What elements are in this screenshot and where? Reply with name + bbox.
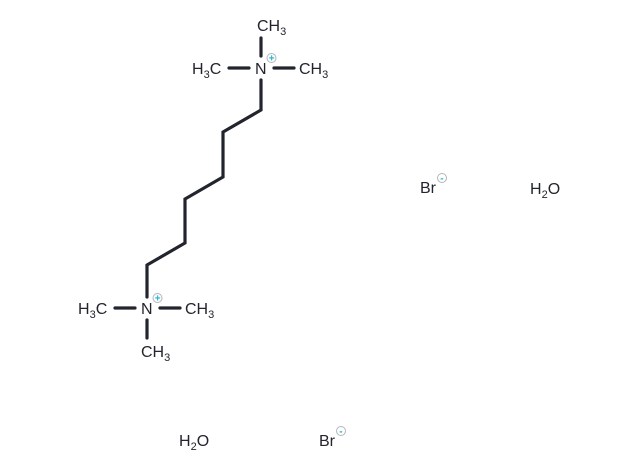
hexamethylene-chain bbox=[145, 78, 263, 299]
top-trimethylammonium: N + CH3 H3C CH3 bbox=[192, 18, 328, 81]
bottom-trimethylammonium: N + H3C CH3 CH3 bbox=[78, 293, 214, 364]
charge-n-top: + bbox=[269, 54, 275, 65]
charge-br: - bbox=[339, 427, 342, 438]
charge-br: - bbox=[440, 174, 443, 185]
bromide-ion: Br - bbox=[420, 173, 447, 197]
charge-plus-icon bbox=[266, 53, 277, 63]
chain-bond bbox=[145, 78, 263, 299]
charge-minus-icon bbox=[437, 173, 447, 183]
charge-plus-icon bbox=[152, 293, 163, 303]
charge-n-bottom: + bbox=[155, 294, 161, 305]
atom-n-bottom: N bbox=[141, 301, 153, 318]
atom-br: Br bbox=[319, 433, 336, 450]
atom-n-top: N bbox=[255, 61, 267, 78]
bromide-ion: Br - bbox=[319, 426, 346, 450]
methyl-label: H3C bbox=[192, 61, 221, 81]
methyl-label: CH3 bbox=[185, 301, 214, 321]
methyl-label: CH3 bbox=[299, 61, 328, 81]
atom-br: Br bbox=[420, 180, 437, 197]
water-molecule: H2O bbox=[179, 433, 209, 453]
methyl-label: CH3 bbox=[257, 18, 286, 38]
methyl-label: CH3 bbox=[141, 344, 170, 364]
charge-minus-icon bbox=[336, 426, 346, 436]
methyl-label: H3C bbox=[78, 301, 107, 321]
water-molecule: H2O bbox=[530, 181, 560, 201]
